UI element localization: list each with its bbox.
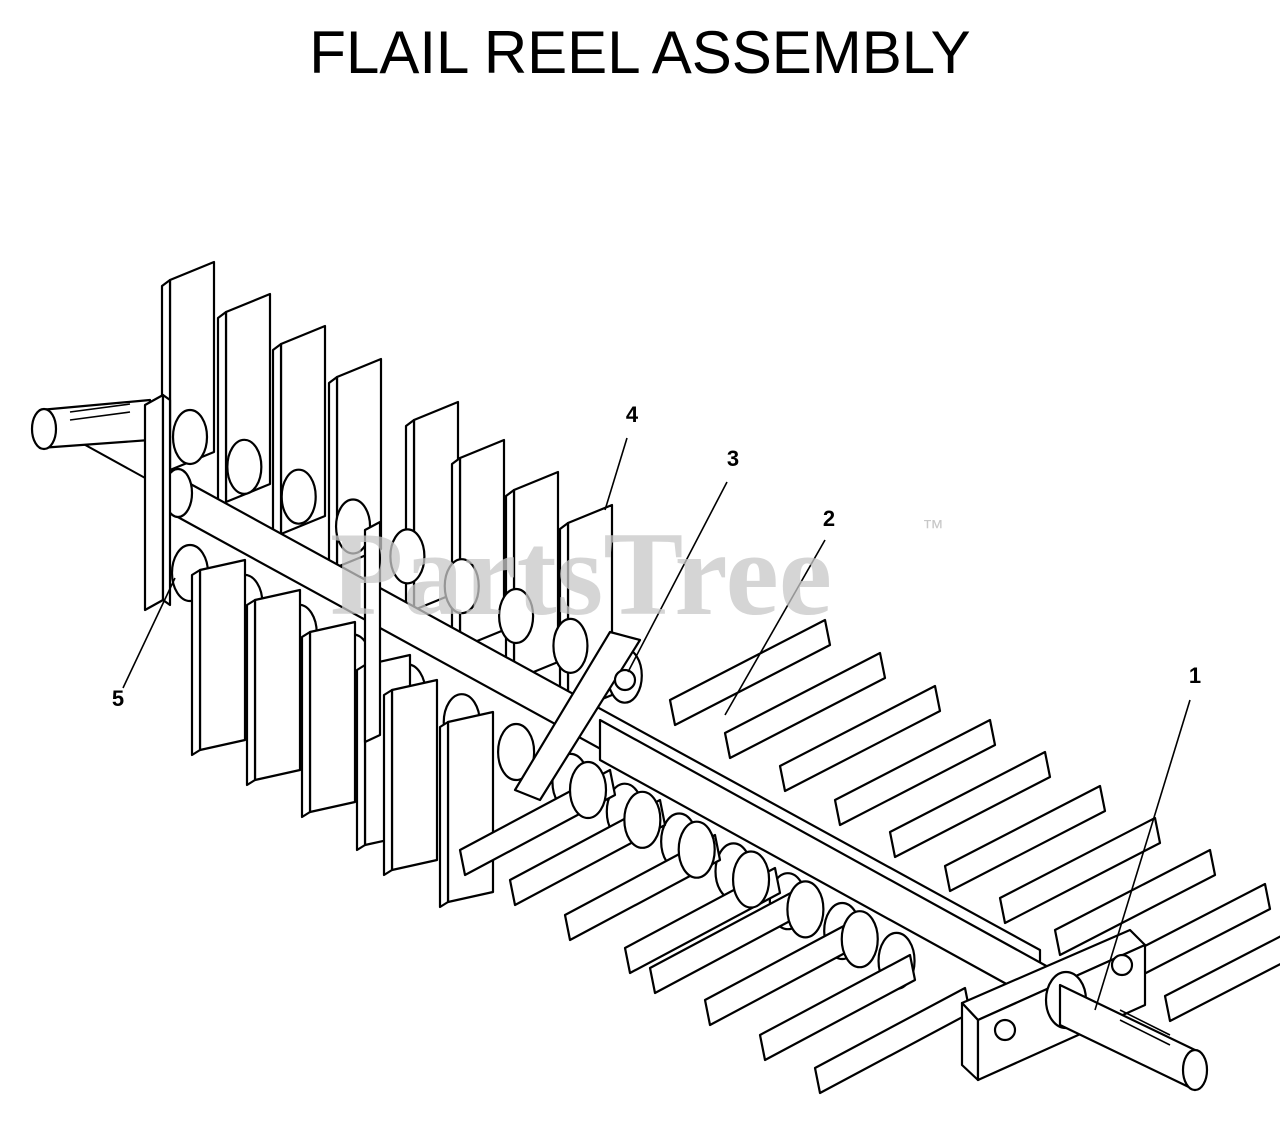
upper-flail-blade-edge [450,456,462,656]
diagonal-bracket [513,630,642,802]
spacer-roller [171,408,209,466]
lower-flail-blade [446,710,495,904]
upper-flail-blade-edge [271,342,283,542]
right-flail-blade [943,784,1107,893]
lower-flail-blade [253,588,302,782]
spacer-roller [497,587,535,645]
callout-leader-3 [627,481,728,673]
lower-flail-blade-edge [300,630,312,819]
lower-flail-blade-edge [245,598,257,787]
middle-plate [363,520,382,744]
spacer-roller [389,528,426,585]
bracket-bolt [613,668,637,692]
front-flail-blade [758,953,917,1062]
upper-flail-blade [512,470,560,682]
right-flail-blade [778,684,942,793]
upper-flail-blade-edge [216,310,228,510]
lower-flail-blade [308,620,357,814]
left-end-plate-side [161,393,172,607]
reel-drawing [30,260,1280,1095]
right-flail-blade [998,816,1162,925]
lower-flail-blade-edge [382,688,394,877]
right-flail-blade [1163,935,1280,1023]
callout-label-2: 2 [823,506,835,531]
spacer-roller [226,438,263,495]
callout-leaders [122,437,1191,1011]
right-plate-bolt [993,1018,1017,1042]
front-spacer-roller [677,820,716,879]
left-end-plate [143,393,165,612]
upper-flail-blade [458,438,506,650]
lower-flail-blade-edge [190,568,202,757]
callout-leader-2 [724,539,826,716]
spacer-roller [552,617,589,674]
spacer-roller [280,468,317,525]
right-flail-blade [888,750,1052,859]
right-plate-bolt [1110,953,1134,977]
lower-flail-blade [390,678,439,872]
right-shaft-keyway [1119,1009,1171,1046]
callout-label-1: 1 [1189,663,1201,688]
callout-leader-1 [1094,699,1191,1011]
left-shaft-end [30,407,58,451]
callout-label-4: 4 [626,402,639,427]
lower-flail-blade-edge [438,720,450,909]
front-spacer-roller [786,880,825,939]
callout-leader-4 [604,437,628,511]
upper-flail-blade-edge [404,418,416,618]
spacer-roller [443,558,480,615]
front-spacer-roller [568,760,608,820]
front-spacer-roller [623,790,662,849]
front-spacer-roller [731,850,771,909]
lower-spacer-roller [496,722,536,782]
left-shaft-keyway [69,403,131,421]
callout-label-3: 3 [727,446,739,471]
right-flail-blade [723,651,887,760]
right-flail-blade [1053,848,1217,957]
right-flail-blade [833,718,997,827]
callout-leader-5 [122,577,176,689]
lower-flail-blade-edge [355,663,367,852]
lower-flail-blade [198,558,247,752]
callout-labels: 1 2 3 4 5 [112,402,1201,711]
callout-label-5: 5 [112,686,124,711]
front-spacer-roller [840,910,879,969]
page-title: FLAIL REEL ASSEMBLY [309,19,971,86]
right-shaft-end [1181,1048,1209,1092]
upper-flail-blade-edge [327,375,339,575]
